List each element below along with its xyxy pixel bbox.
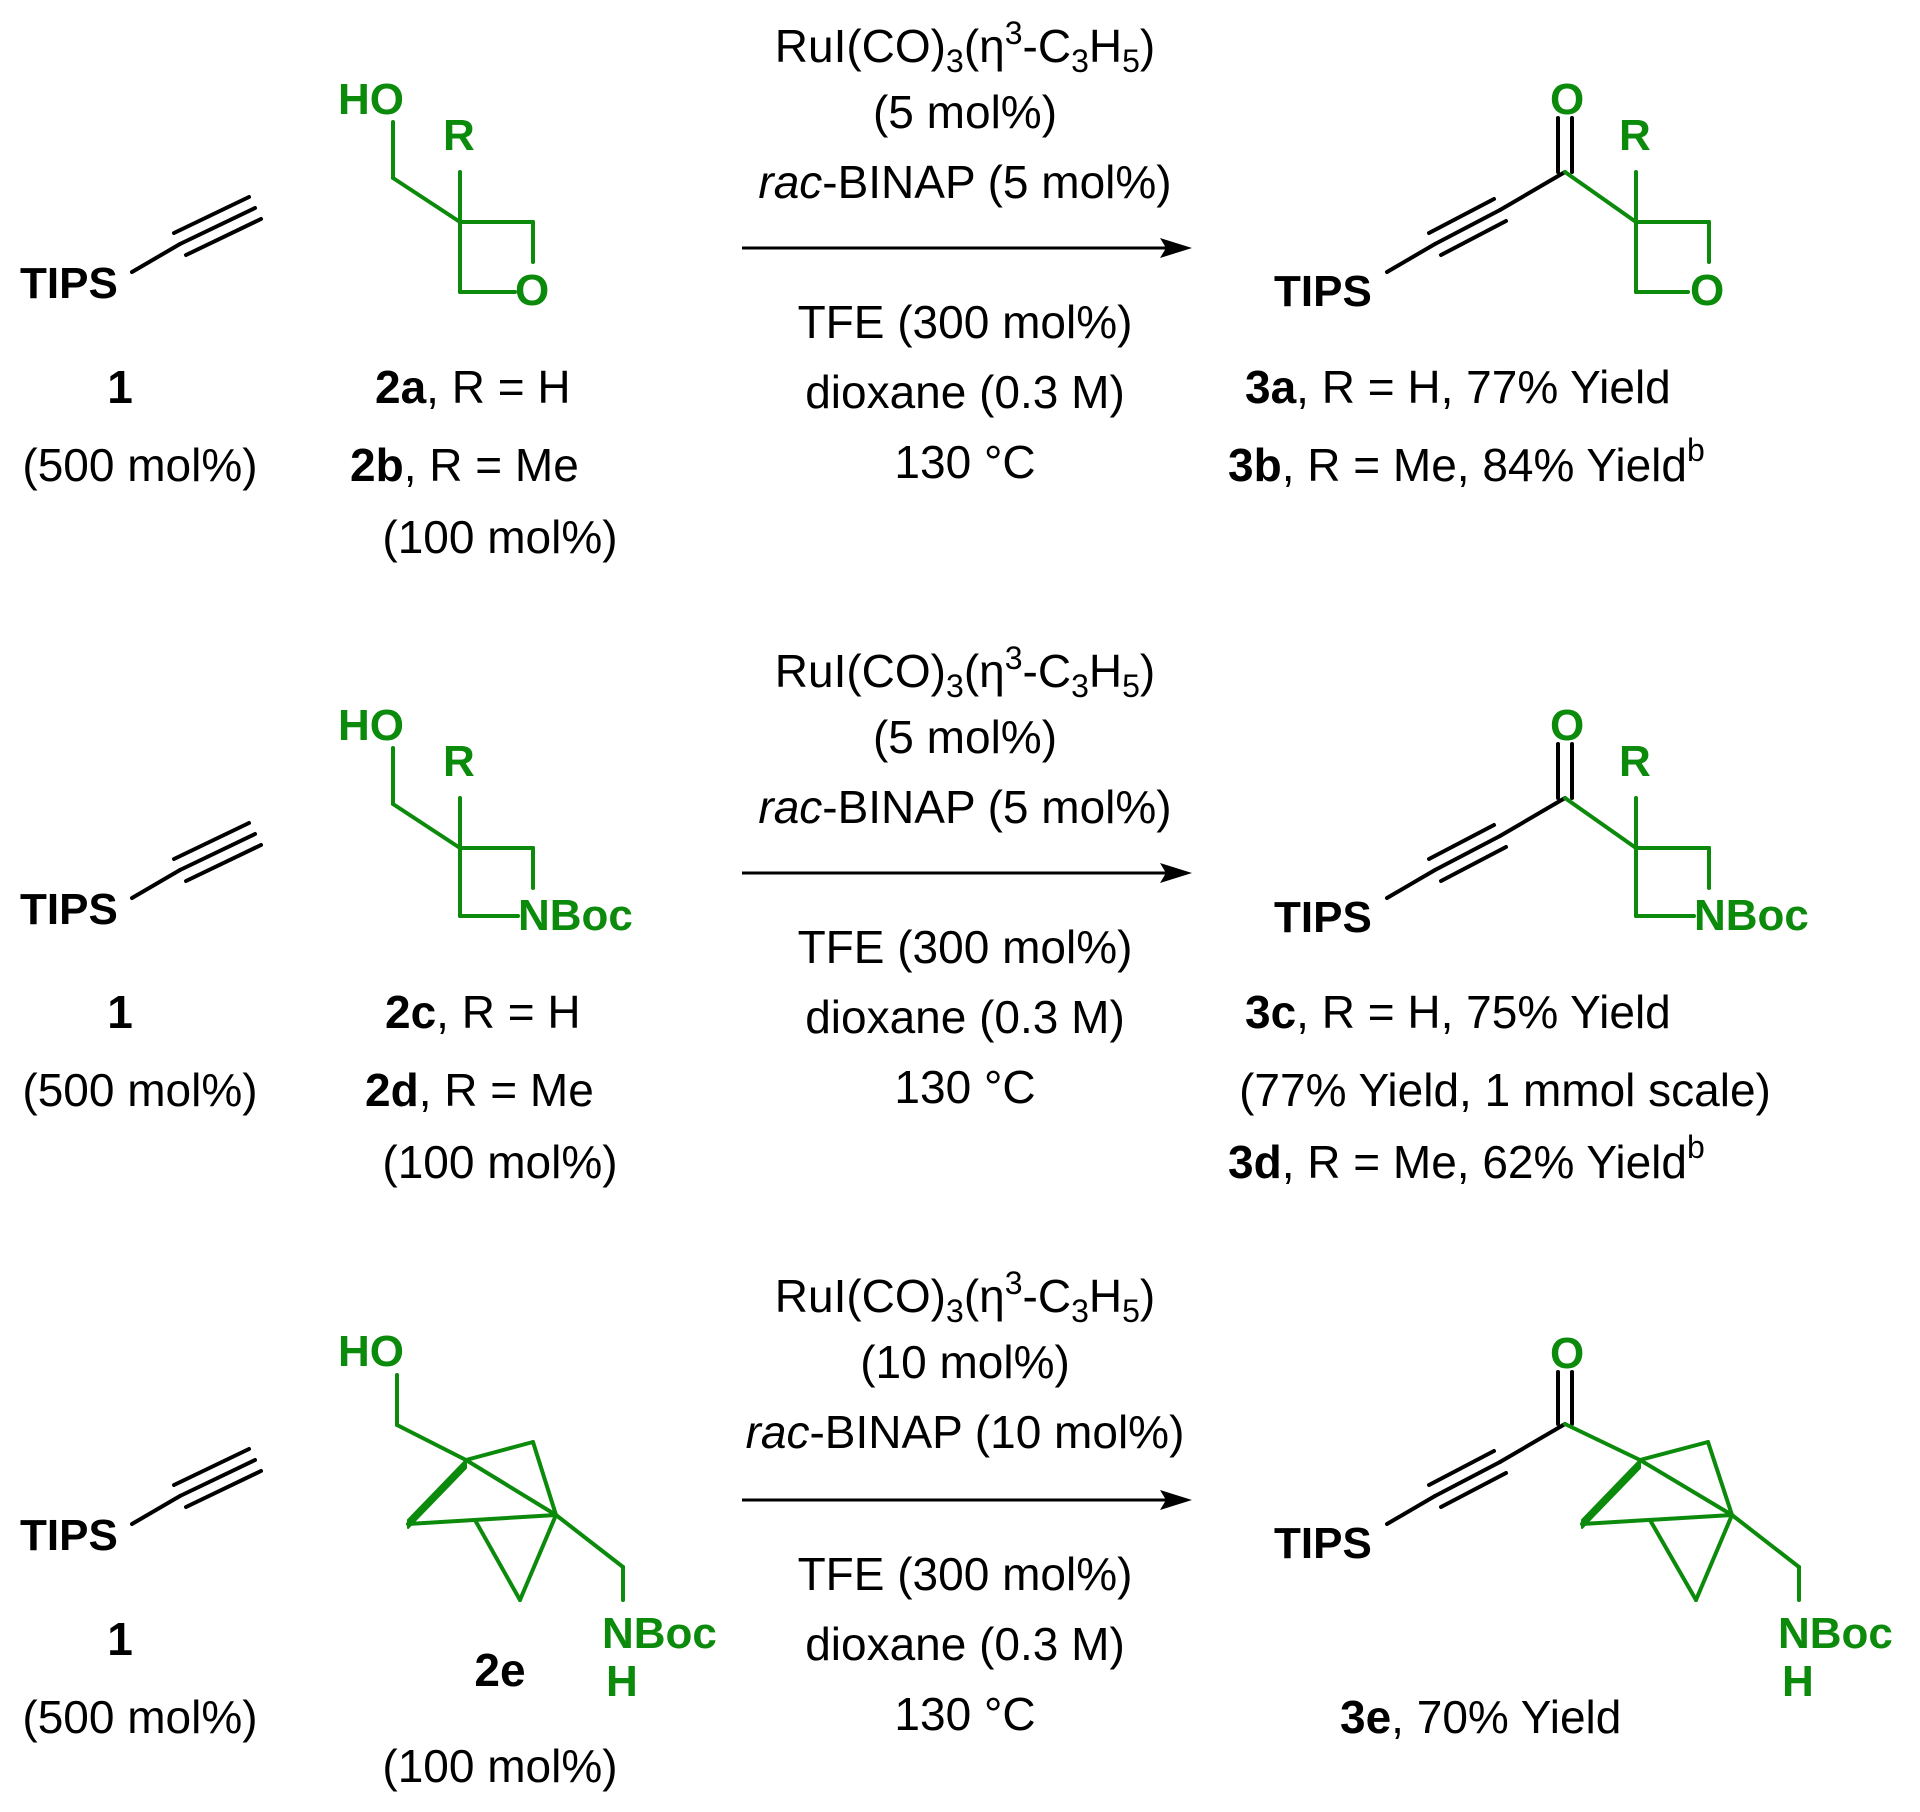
hydroxyl-label: HO (338, 701, 404, 750)
compound-id-1: 1 (107, 986, 133, 1038)
azetidine-product: O R NBoc TIPS 3c, R = H, 75% Yield (77% … (1228, 701, 1809, 1188)
product-3a-label: 3a, R = H, 77% Yield (1245, 361, 1671, 413)
hydroxyl-label: HO (338, 75, 404, 124)
amine-h: H (1782, 1657, 1814, 1706)
alkyne-amount: (500 mol%) (22, 1064, 257, 1116)
substrate-amount: (100 mol%) (382, 511, 617, 563)
tips-label: TIPS (1274, 1519, 1372, 1568)
r-group-label: R (443, 737, 475, 786)
azetidine-substrate: HO R NBoc 2c, R = H 2d, R = Me (100 mol%… (338, 701, 633, 1188)
alkyne-amount: (500 mol%) (22, 439, 257, 491)
row3: TIPS 1 (500 mol%) HO NBoc H 2e (100 mol%… (20, 1265, 1893, 1792)
amine-nboc: NBoc (602, 1609, 717, 1658)
carbonyl-oxygen: O (1550, 1329, 1584, 1378)
oxetane-substrate: HO R O 2a, R = H 2b, R = Me (100 mol%) (338, 75, 618, 563)
catalyst-loading: (10 mol%) (860, 1336, 1070, 1388)
additive: TFE (300 mol%) (798, 921, 1133, 973)
ligand: rac-BINAP (5 mol%) (758, 156, 1171, 208)
alkyne-amount: (500 mol%) (22, 1691, 257, 1743)
compound-id-1: 1 (107, 361, 133, 413)
conditions-row3: RuI(CO)3(η3-C3H5) (10 mol%) rac-BINAP (1… (742, 1265, 1192, 1740)
substrate-amount: (100 mol%) (382, 1740, 617, 1792)
substrate-2b-label: 2b, R = Me (350, 439, 579, 491)
solvent: dioxane (0.3 M) (805, 991, 1125, 1043)
product-3e-label: 3e, 70% Yield (1340, 1691, 1621, 1743)
ligand: rac-BINAP (10 mol%) (746, 1406, 1185, 1458)
temperature: 130 °C (894, 1688, 1035, 1740)
compound-id-1: 1 (107, 1613, 133, 1665)
carbonyl-oxygen: O (1550, 701, 1584, 750)
conditions-row2: RuI(CO)3(η3-C3H5) (5 mol%) rac-BINAP (5 … (742, 640, 1192, 1113)
ring-oxygen: O (1690, 266, 1724, 315)
catalyst: RuI(CO)3(η3-C3H5) (775, 1265, 1155, 1329)
tips-label: TIPS (1274, 893, 1372, 942)
product-3c-label: 3c, R = H, 75% Yield (1245, 986, 1671, 1038)
ligand: rac-BINAP (5 mol%) (758, 781, 1171, 833)
substrate-2c-label: 2c, R = H (385, 986, 581, 1038)
alkyne-reagent-1: TIPS 1 (500 mol%) (20, 195, 263, 491)
additive: TFE (300 mol%) (798, 296, 1133, 348)
hydroxyl-label: HO (338, 1327, 404, 1376)
conditions-row1: RuI(CO)3(η3-C3H5) (5 mol%) rac-BINAP (5 … (742, 15, 1192, 488)
oxetane-product: O R O TIPS 3a, R = H, 77% Yield 3b, R = … (1228, 75, 1724, 491)
substrate-2a-label: 2a, R = H (375, 361, 571, 413)
amine-h: H (606, 1657, 638, 1706)
tips-label: TIPS (1274, 267, 1372, 316)
ring-oxygen: O (515, 266, 549, 315)
compound-id-2e: 2e (474, 1644, 525, 1696)
r-group-label: R (443, 111, 475, 160)
tips-label: TIPS (20, 885, 118, 934)
row2: TIPS 1 (500 mol%) HO R NBoc 2c, R = H 2d… (20, 640, 1809, 1188)
ring-nboc: NBoc (1694, 891, 1809, 940)
temperature: 130 °C (894, 1061, 1035, 1113)
product-3b-label: 3b, R = Me, 84% Yieldb (1228, 432, 1705, 491)
substrate-amount: (100 mol%) (382, 1136, 617, 1188)
tips-label: TIPS (20, 1511, 118, 1560)
alkyne-reagent-1: TIPS 1 (500 mol%) (20, 821, 263, 1116)
solvent: dioxane (0.3 M) (805, 1618, 1125, 1670)
alkyne-reagent-1: TIPS 1 (500 mol%) (20, 1447, 263, 1743)
row1: TIPS 1 (500 mol%) HO R O 2a, R = H 2b, R… (20, 15, 1724, 563)
ring-nboc: NBoc (518, 891, 633, 940)
substrate-2d-label: 2d, R = Me (365, 1064, 594, 1116)
catalyst: RuI(CO)3(η3-C3H5) (775, 640, 1155, 704)
catalyst-loading: (5 mol%) (873, 711, 1057, 763)
bicyclic-product: O NBoc H TIPS 3e, 70% Yield (1274, 1329, 1893, 1743)
bicyclic-substrate: HO NBoc H 2e (100 mol%) (338, 1327, 717, 1792)
temperature: 130 °C (894, 436, 1035, 488)
carbonyl-oxygen: O (1550, 75, 1584, 124)
additive: TFE (300 mol%) (798, 1548, 1133, 1600)
r-group-label: R (1619, 111, 1651, 160)
catalyst: RuI(CO)3(η3-C3H5) (775, 15, 1155, 79)
tips-label: TIPS (20, 259, 118, 308)
amine-nboc: NBoc (1778, 1609, 1893, 1658)
r-group-label: R (1619, 737, 1651, 786)
catalyst-loading: (5 mol%) (873, 86, 1057, 138)
solvent: dioxane (0.3 M) (805, 366, 1125, 418)
scale-note: (77% Yield, 1 mmol scale) (1239, 1064, 1771, 1116)
product-3d-label: 3d, R = Me, 62% Yieldb (1228, 1129, 1705, 1188)
